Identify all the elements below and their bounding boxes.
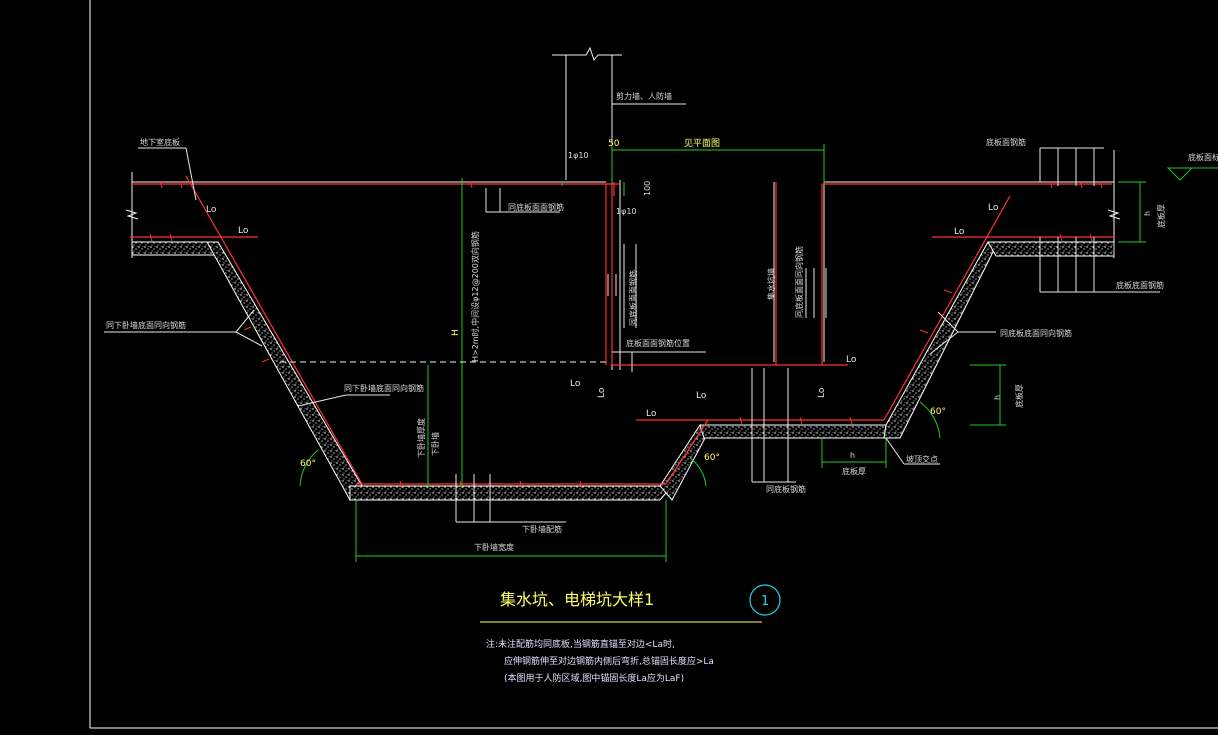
label-pit-wall-outer-bar-2: 集水坑墙 bbox=[766, 268, 776, 300]
label-pit-wall-face-bar: 同底板面面钢筋 bbox=[628, 270, 638, 326]
label-slab-top-bar-right: 底板面钢筋 bbox=[986, 137, 1026, 147]
label-pit-wall-outer-bar: 同底板面面同向钢筋 bbox=[794, 246, 804, 318]
label-bar-1phi10-top: 1φ10 bbox=[568, 151, 589, 160]
label-shear-wall: 剪力墙、人防墙 bbox=[616, 91, 672, 101]
label-lower-pit-thickness: 下卧墙厚度 bbox=[416, 418, 426, 458]
leader-lines bbox=[104, 103, 1160, 523]
label-lo-9: Lo bbox=[817, 387, 827, 398]
label-vertical-rebar: H>2m时,中间设φ12@200双向钢筋 bbox=[470, 231, 480, 362]
label-lo-2: Lo bbox=[238, 226, 249, 236]
label-basement-slab: 地下室底板 bbox=[140, 137, 180, 147]
label-lo-10: Lo bbox=[696, 391, 707, 401]
label-lo-3: Lo bbox=[988, 203, 999, 213]
label-dim-h-top: h bbox=[993, 395, 1002, 400]
label-angle-60-middle: 60° bbox=[704, 453, 720, 463]
label-lo-1: Lo bbox=[206, 205, 217, 215]
label-lo-4: Lo bbox=[954, 227, 965, 237]
label-wall-thickness: 见平面图 bbox=[684, 138, 720, 149]
label-lo-8: Lo bbox=[597, 387, 607, 398]
label-pit-bottom-bar-right: 同底板底面同向钢筋 bbox=[1000, 328, 1072, 338]
note-line-1: 注:未注配筋均同底板,当钢筋直锚至对边<La时, bbox=[486, 638, 675, 650]
detail-number-circle bbox=[749, 584, 781, 616]
label-lower-pit-bar: 下卧墙配筋 bbox=[522, 524, 562, 534]
rebar-ticks bbox=[149, 180, 1103, 489]
label-slab-top-bar: 同底板面面钢筋 bbox=[508, 202, 564, 212]
label-pit-side-bar: 同下卧墙底面同向钢筋 bbox=[344, 383, 424, 393]
label-slab-thickness-top: 底板厚 bbox=[1014, 384, 1024, 408]
label-lo-5: Lo bbox=[846, 355, 857, 365]
label-dim-50: 50 bbox=[608, 139, 620, 149]
elevation-marker bbox=[1166, 167, 1194, 181]
label-slab-thickness-right: 底板厚 bbox=[1156, 204, 1166, 228]
concrete-pit-bottom bbox=[349, 485, 674, 501]
label-bar-1phi10-bottom: 1φ10 bbox=[616, 207, 637, 216]
label-slab-thickness-bottom: 底板厚 bbox=[842, 466, 866, 476]
label-lower-pit-width: 下卧墙宽度 bbox=[474, 542, 514, 552]
label-lower-pit-wall: 下卧墙 bbox=[430, 432, 440, 456]
label-slab-bottom-bar-right: 底板底面钢筋 bbox=[1116, 280, 1164, 290]
structure-outlines bbox=[125, 46, 1121, 370]
label-lo-6: Lo bbox=[570, 379, 581, 389]
label-slab-elevation: 底板面标高 bbox=[1188, 152, 1218, 162]
detail-number: 1 bbox=[761, 594, 769, 609]
label-pit-wall-inner-bar: 底板面面钢筋位置 bbox=[626, 338, 690, 348]
note-line-2: 应伸钢筋伸至对边钢筋内侧后弯折,总锚固长度应>La bbox=[504, 655, 714, 667]
label-lo-7: Lo bbox=[646, 409, 657, 419]
label-slab-bottom-bar-bottom: 同底板钢筋 bbox=[766, 484, 806, 494]
dimension-lines bbox=[299, 144, 1218, 562]
drawing-title: 集水坑、电梯坑大样1 bbox=[500, 590, 654, 609]
label-dim-100: 100 bbox=[643, 181, 652, 196]
note-line-3: (本图用于人防区域,图中锚固长度La应为LaF) bbox=[504, 672, 684, 684]
label-dim-H: H bbox=[451, 329, 461, 336]
label-dim-h-bottom: h bbox=[850, 451, 855, 460]
label-angle-60-right: 60° bbox=[930, 407, 946, 417]
label-pit-bottom-bar-left: 同下卧墙底面同向钢筋 bbox=[106, 320, 186, 330]
label-dim-h-right: h bbox=[1143, 211, 1152, 216]
label-angle-60-left: 60° bbox=[300, 459, 316, 469]
label-slope-point: 坡顶交点 bbox=[906, 454, 938, 464]
